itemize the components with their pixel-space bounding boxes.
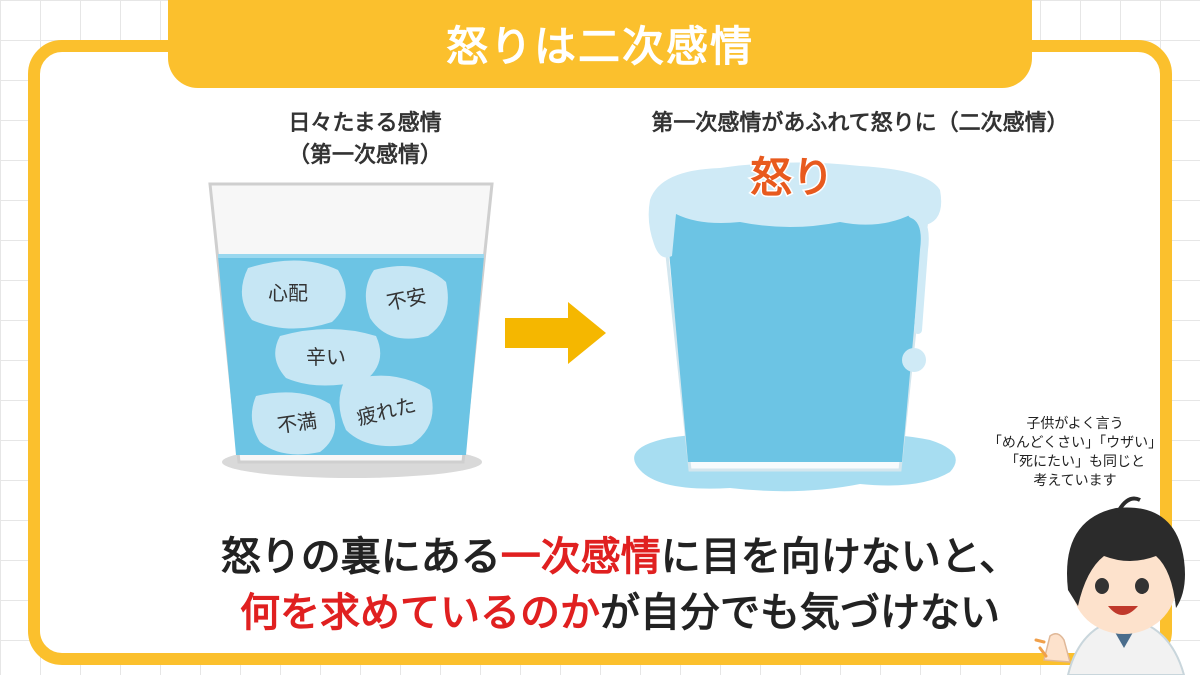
emotion-label-3: 辛い <box>306 345 346 369</box>
right-caption: 第一次感情があふれて怒りに（二次感情） <box>651 111 1069 136</box>
ice-cube-3 <box>275 329 381 386</box>
overflow-top <box>648 162 942 258</box>
message-line2-highlight: 何を求めているのか <box>240 590 600 636</box>
emotion-label-5: 不満 <box>276 408 319 437</box>
character-face <box>1072 538 1176 634</box>
message-line1-end: に目を向けないと、 <box>660 534 1020 580</box>
side-note-line1: 子供がよく言う <box>1026 416 1124 432</box>
message-line1-highlight: 一次感情 <box>500 534 661 580</box>
message-line-1: 怒りの裏にある一次感情に目を向けないと、 <box>120 524 1120 582</box>
right-arrow-icon <box>505 302 606 364</box>
ice-cube-4 <box>339 375 433 447</box>
message-line1-start: 怒りの裏にある <box>220 534 501 580</box>
water-drop <box>902 348 926 372</box>
ice-cube-1 <box>241 260 346 329</box>
character-mouth <box>1108 606 1138 615</box>
character-hair <box>1067 507 1185 608</box>
ice-cube-2 <box>365 266 448 339</box>
page-title: 怒りは二次感情 <box>445 21 754 71</box>
message-line2-end: が自分でも気づけない <box>600 590 1000 636</box>
right-glass-water <box>664 196 926 462</box>
emotion-label-1: 心配 <box>268 281 308 305</box>
left-caption-line2: （第一次感情） <box>287 143 442 168</box>
left-glass: 心配 不安 辛い 疲れた 不満 <box>208 182 494 478</box>
ice-cube-5 <box>251 392 336 455</box>
side-note-line3: 「死にたい」も同じと <box>1005 454 1145 470</box>
left-caption-line1: 日々たまる感情 <box>288 111 442 136</box>
content-frame <box>28 40 1172 665</box>
message-line-2: 何を求めているのかが自分でも気づけない <box>120 580 1120 638</box>
character-illustration <box>1034 496 1186 675</box>
left-caption: 日々たまる感情 （第一次感情） <box>215 108 515 172</box>
pointing-hand <box>1043 633 1072 663</box>
side-note-line4: 考えています <box>1033 473 1117 489</box>
right-glass: 怒り <box>634 152 956 492</box>
side-note: 子供がよく言う 「めんどくさい」「ウザい」 「死にたい」も同じと 考えています <box>960 415 1190 491</box>
anger-label: 怒り <box>750 153 834 202</box>
title-banner: 怒りは二次感情 <box>168 0 1032 88</box>
side-note-line2: 「めんどくさい」「ウザい」 <box>987 435 1163 451</box>
